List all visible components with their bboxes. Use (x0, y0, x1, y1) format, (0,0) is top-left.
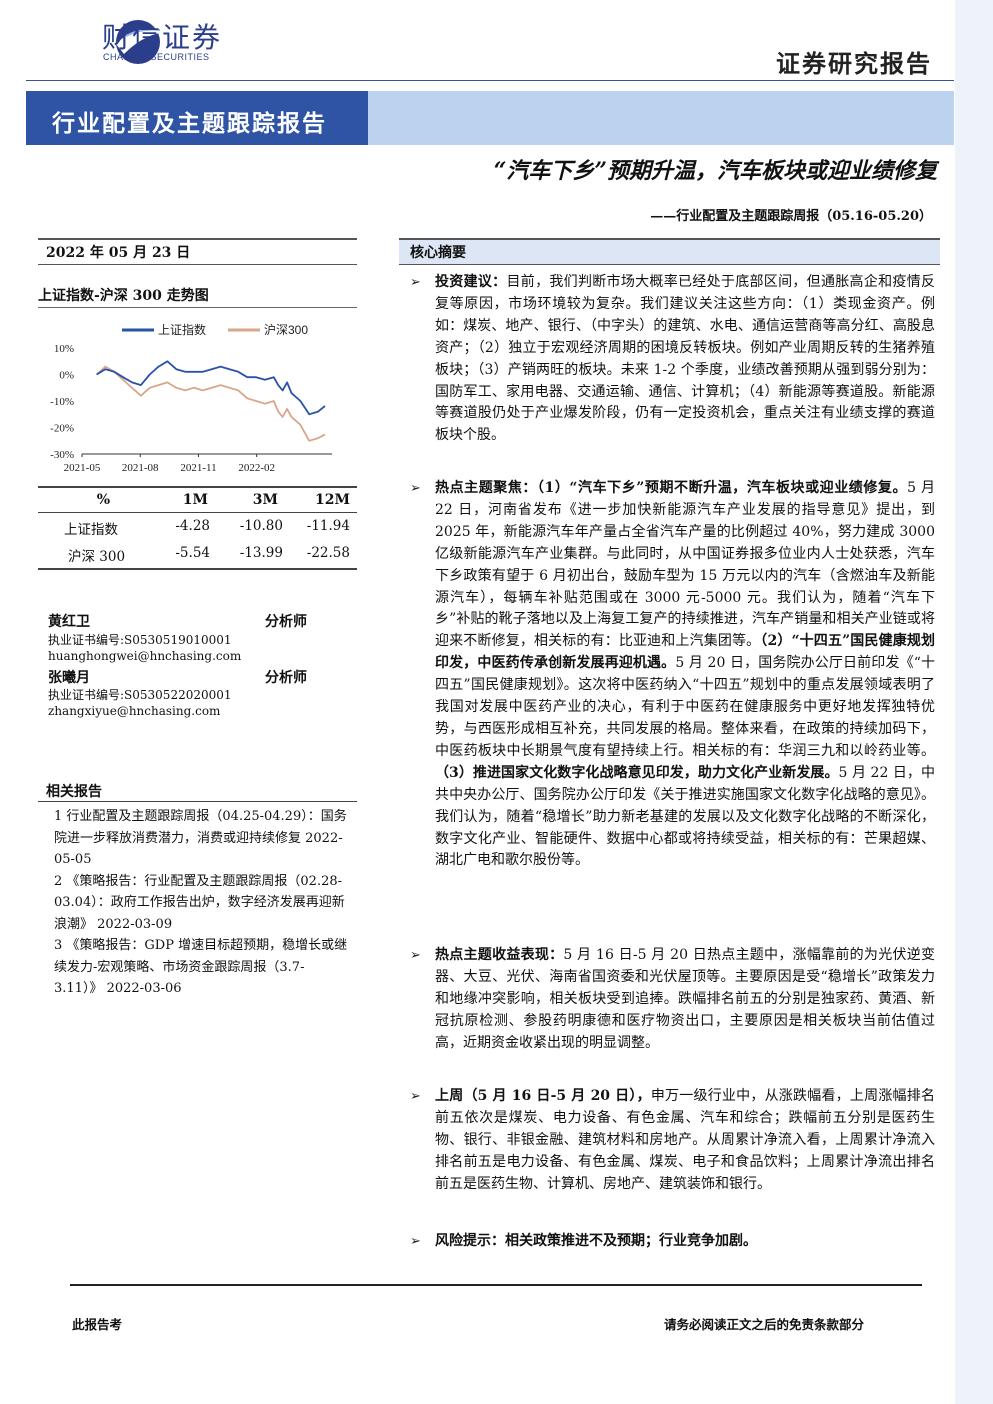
summary-hot-topics: 热点主题聚焦：（1）“汽车下乡”预期不断升温，汽车板块或迎业绩修复。5 月 22… (435, 478, 935, 872)
footer-rule (70, 1284, 922, 1286)
summary-last-week: 上周（5 月 16 日-5 月 20 日），申万一级行业中，从涨跌幅看，上周涨幅… (435, 1086, 935, 1196)
summary-theme-returns: 热点主题收益表现：5 月 16 日-5 月 20 日热点主题中，涨幅靠前的为光伏… (435, 945, 935, 1055)
perf-cell: -22.58 (306, 545, 350, 561)
bullet-arrow-icon: ➢ (410, 1234, 421, 1249)
bullet-lead: 上周（5 月 16 日-5 月 20 日）， (435, 1088, 651, 1104)
perf-cell: -4.28 (175, 518, 210, 534)
analyst-email: huanghongwei@hnchasing.com (48, 649, 242, 663)
right-margin-strip (955, 0, 993, 1404)
banner-dark-block (26, 91, 368, 145)
x-tick-label: 2021-11 (180, 462, 216, 474)
perf-header-1m: 1M (182, 492, 208, 508)
summary-risk-warning: 风险提示：相关政策推进不及预期；行业竞争加剧。 (435, 1231, 935, 1253)
related-reports-title: 相关报告 (46, 784, 102, 800)
bullet-lead: （3）推进国家文化数字化战略意见印发，助力文化产业新发展。 (435, 764, 839, 781)
y-tick-label: -20% (50, 423, 74, 435)
bullet-lead: （2）“十四五”国民健康规划印发，中医药传承创新发展再迎机遇。 (435, 633, 935, 672)
core-summary-title: 核心摘要 (410, 245, 466, 261)
footer-disclaimer-note: 请务必阅读正文之后的免责条款部分 (664, 1317, 865, 1332)
perf-table-top-rule (38, 486, 357, 488)
bullet-arrow-icon: ➢ (410, 481, 421, 496)
report-type: 证券研究报告 (776, 49, 932, 78)
date-bar (38, 238, 357, 265)
bullet-lead: 热点主题收益表现： (435, 947, 564, 963)
related-report-item[interactable]: 2 《策略报告：行业配置及主题跟踪周报（02.28-03.04）：政府工作报告出… (54, 873, 345, 932)
bullet-body: 目前，我们判断市场大概率已经处于底部区间，但通胀高企和疫情反复等原因，市场环境较… (435, 274, 936, 444)
chasing-logo-icon (116, 20, 166, 64)
y-tick-label: -10% (50, 396, 74, 408)
bullet-body: 申万一级行业中，从涨跌幅看，上周涨幅排名前五依次是煤炭、电力设备、有色金属、汽车… (435, 1088, 935, 1192)
bullet-lead: 投资建议： (435, 274, 507, 290)
related-reports-list: 1 行业配置及主题跟踪周报（04.25-04.29）：国务院进一步释放消费潜力，… (54, 806, 350, 1000)
legend-label: 沪深300 (264, 323, 308, 337)
perf-cell: -5.54 (175, 545, 210, 561)
legend-label: 上证指数 (158, 322, 206, 337)
bullet-body: 5 月 22 日，河南省发布《进一步加快新能源汽车产业发展的指导意见》提出，到 … (435, 480, 935, 650)
series-line (95, 365, 326, 442)
bullet-body: 5 月 22 日，中共中央办公厅、国务院办公厅印发《关于推进实施国家文化数字化战… (435, 764, 935, 869)
x-tick-label: 2022-02 (238, 462, 275, 474)
perf-cell: -13.99 (239, 545, 283, 561)
bullet-body: 5 月 20 日，国务院办公厅日前印发《“十四五”国民健康规划》。这次将中医药纳… (435, 655, 936, 759)
chart-title: 上证指数-沪深 300 走势图 (38, 288, 209, 304)
perf-header-3m: 3M (252, 492, 278, 508)
banner-title: 行业配置及主题跟踪报告 (52, 110, 327, 137)
bullet-lead: 风险提示：相关政策推进不及预期；行业竞争加剧。 (435, 1233, 757, 1249)
logo-chinese-name: 财信证券 (102, 22, 223, 53)
analyst-role: 分析师 (265, 614, 307, 630)
analyst-cert: 执业证书编号:S0530522020001 (48, 688, 232, 702)
y-tick-label: 0% (59, 370, 74, 382)
perf-header-12m: 12M (315, 492, 350, 508)
analyst-name: 张曦月 (48, 670, 90, 686)
x-tick-label: 2021-08 (122, 462, 159, 474)
analyst-cert: 执业证书编号:S0530519010001 (48, 633, 232, 647)
analyst-name: 黄红卫 (48, 614, 90, 630)
logo-english-name: CHASING SECURITIES (103, 52, 210, 62)
y-tick-label: 10% (54, 343, 74, 355)
core-summary-bar (399, 238, 940, 265)
bullet-arrow-icon: ➢ (410, 948, 421, 963)
bullet-body: 5 月 16 日-5 月 20 日热点主题中，涨幅靠前的为光伏逆变器、大豆、光伏… (435, 947, 936, 1051)
header-rule (26, 80, 954, 81)
perf-cell: -11.94 (306, 518, 350, 534)
bullet-arrow-icon: ➢ (410, 1089, 421, 1104)
report-subtitle: ——行业配置及主题跟踪周报（05.16-05.20） (650, 209, 932, 224)
perf-header-unit: % (96, 492, 110, 508)
report-title: “汽车下乡”预期升温，汽车板块或迎业绩修复 (493, 158, 937, 184)
perf-table-bottom-rule (38, 568, 357, 570)
x-tick-label: 2021-05 (64, 462, 101, 474)
chart-top-rule (38, 307, 357, 308)
analyst-email: zhangxiyue@hnchasing.com (48, 704, 221, 718)
related-report-item[interactable]: 1 行业配置及主题跟踪周报（04.25-04.29）：国务院进一步释放消费潜力，… (54, 809, 347, 867)
perf-row-label: 上证指数 (64, 522, 118, 538)
y-tick-label: -30% (50, 449, 74, 461)
summary-investment-advice: 投资建议：目前，我们判断市场大概率已经处于底部区间，但通胀高企和疫情反复等原因，… (435, 272, 935, 447)
footer-left-note: 此报告考 (72, 1317, 123, 1332)
perf-table-header-rule (38, 512, 357, 513)
perf-cell: -10.80 (239, 518, 283, 534)
report-date: 2022 年 05 月 23 日 (46, 245, 191, 261)
index-trend-chart: 10% 0% -10% -20% -30%2021-05 2021-08 2021-11 20… (50, 322, 332, 474)
series-line (96, 360, 326, 416)
bullet-lead: 热点主题聚焦：（1）“汽车下乡”预期不断升温，汽车板块或迎业绩修复。 (435, 480, 908, 496)
related-reports-rule (38, 801, 357, 802)
related-report-item[interactable]: 3 《策略报告：GDP 增速目标超预期，稳增长或继续发力-宏观策略、市场资金跟踪… (54, 938, 348, 996)
bullet-arrow-icon: ➢ (410, 275, 421, 290)
perf-row-label: 沪深 300 (68, 549, 126, 565)
analyst-role: 分析师 (265, 670, 307, 686)
